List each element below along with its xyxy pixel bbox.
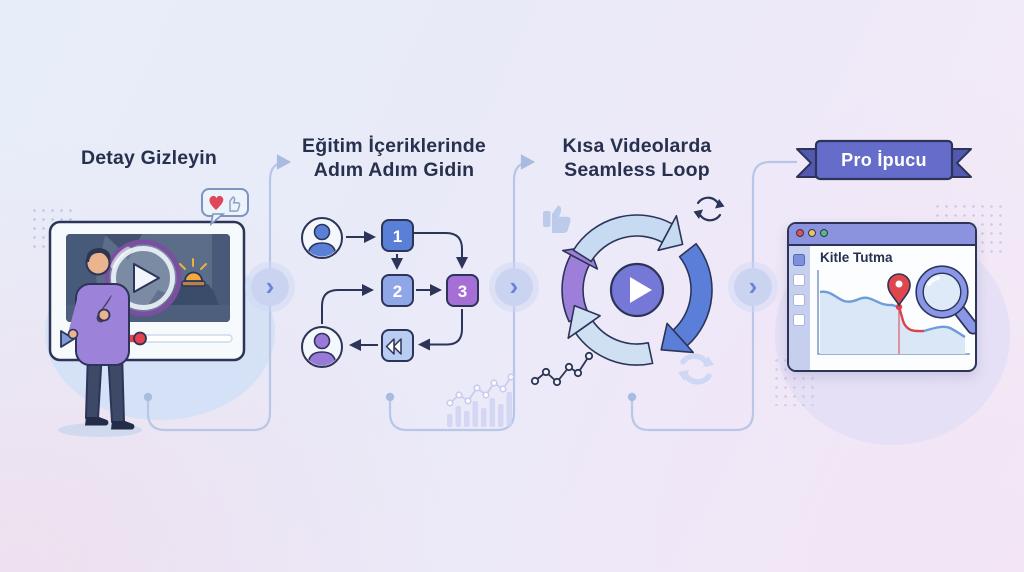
viewer-avatar-top	[301, 217, 343, 259]
title-line-2: Adım Adım Gidin	[313, 159, 475, 181]
location-pin-icon	[887, 273, 911, 307]
section-title-seamless-loop: Kısa Videolarda Seamless Loop	[539, 134, 735, 182]
retention-chart	[817, 265, 975, 355]
analytics-window: Kitle Tutma	[787, 222, 977, 372]
maximize-icon	[820, 229, 828, 237]
sidebar-item	[793, 314, 805, 326]
pro-tip-badge-label: Pro İpucu	[841, 150, 927, 170]
rewind-box	[381, 329, 414, 362]
chevron-right-icon: ›	[734, 268, 772, 306]
close-icon	[796, 229, 804, 237]
viewer-avatar-bottom	[301, 326, 343, 368]
step-box-3: 3	[446, 274, 479, 307]
retention-chart-title: Kitle Tutma	[820, 250, 893, 265]
minimize-icon	[808, 229, 816, 237]
sidebar-item	[793, 274, 805, 286]
play-icon	[630, 277, 652, 303]
magnifying-glass-icon	[915, 265, 975, 335]
chevron-right-icon: ›	[251, 268, 289, 306]
thumbs-up-icon	[229, 196, 241, 212]
growth-line-decoration	[530, 351, 594, 387]
window-sidebar	[789, 246, 810, 370]
sidebar-item-active	[793, 254, 805, 266]
chevron-right-icon: ›	[495, 268, 533, 306]
section-title-hide-detail: Detay Gizleyin	[80, 147, 218, 169]
refresh-icon	[693, 196, 725, 222]
refresh-icon-faded	[678, 353, 714, 385]
loop-center-play	[609, 262, 665, 318]
title-line-2: Seamless Loop	[564, 159, 710, 181]
title-line-1: Eğitim İçeriklerinde	[302, 135, 486, 157]
bar-chart-decoration	[446, 373, 515, 427]
step-box-2: 2	[381, 274, 414, 307]
reaction-bubble	[201, 188, 249, 227]
step-box-1: 1	[381, 219, 414, 252]
sidebar-item	[793, 294, 805, 306]
thumbs-up-icon-faded	[543, 205, 571, 233]
rewind-icon	[385, 338, 402, 355]
title-line-1: Kısa Videolarda	[562, 135, 712, 157]
heart-icon	[209, 195, 224, 210]
section-title-step-by-step: Eğitim İçeriklerinde Adım Adım Gidin	[289, 134, 499, 182]
loop-illustration	[530, 196, 725, 387]
dot-grid-left	[30, 206, 76, 254]
background-blob-left	[45, 245, 275, 420]
window-titlebar	[789, 224, 975, 246]
